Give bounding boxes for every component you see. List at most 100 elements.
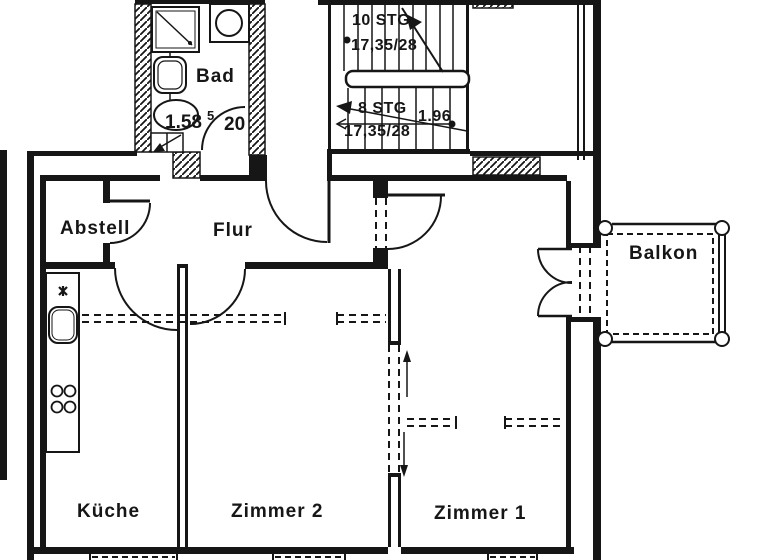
bad-door-swing [201, 106, 246, 151]
flur-bottom-wall-left [40, 262, 115, 269]
shower-drain-dot [188, 41, 192, 45]
kitchen-sink [48, 306, 78, 344]
stair-direction-line-lower [339, 106, 468, 132]
stair-width-dim-label: 1.96 [418, 108, 451, 125]
inner-face-flur-top [200, 175, 267, 181]
bad-fixtures [150, 3, 250, 153]
east-outer-wall-lower [593, 322, 601, 560]
balcony-door-swing-bottom [537, 281, 573, 317]
north-wall-stairbay [318, 0, 601, 5]
north-wall-bad [135, 0, 265, 4]
left-inner-wall [40, 175, 46, 550]
kueche-door-swing [114, 267, 178, 331]
stair-treads-lower-flight [347, 88, 451, 149]
balcony-floor-dashed [606, 233, 714, 335]
zimmer2-top-wall [245, 262, 388, 269]
stair-left-wall [328, 4, 331, 150]
kitchen-marker [58, 286, 68, 296]
balcony-post-sw [597, 331, 613, 347]
stove-burner-2 [63, 384, 77, 398]
flur-label: Flur [213, 220, 253, 241]
zimmer1-east-inner-upper [566, 181, 571, 243]
stair-lower-dim-label: 17,35/28 [344, 123, 410, 140]
stairbay-east-inner-line2 [583, 4, 585, 160]
interior-walls [40, 181, 401, 547]
labels: Bad Abstell Flur Balkon Küche Zimmer 2 Z… [60, 12, 698, 524]
bad-dim-sup: 5 [207, 108, 214, 123]
balcony-post-se [714, 331, 730, 347]
stove-burner-3 [50, 400, 64, 414]
kitchen-sink-inner [51, 309, 75, 341]
z2-z1-wall-e-upper [398, 269, 401, 345]
outer-face-under-stairs [327, 149, 470, 154]
bad-east-wall-hatched [248, 3, 266, 156]
south-wall-right [401, 547, 574, 554]
staircase [335, 5, 471, 149]
stair-landing-rail [344, 69, 471, 89]
pier-hatched-top [472, 0, 514, 9]
entry-steps-arrowhead [153, 143, 165, 152]
bad-label: Bad [196, 66, 235, 87]
balkon-label: Balkon [629, 243, 698, 264]
balcony-door-jamb-bottom [566, 317, 601, 322]
kueche-fixtures [45, 272, 80, 453]
dashed-lines [46, 198, 714, 558]
balcony-post-ne [714, 220, 730, 236]
kueche-label: Küche [77, 501, 140, 522]
outer-face-top-right [470, 151, 601, 156]
inner-face-right-top [331, 175, 567, 181]
outer-face-top-left [27, 151, 137, 156]
abstell-label: Abstell [60, 218, 130, 239]
wc [153, 99, 199, 131]
balcony [597, 220, 730, 347]
kueche-z2-wall-e [185, 264, 188, 547]
abstell-wall-upper [103, 181, 110, 203]
dim-end-dot-upper [343, 36, 351, 44]
window-recesses [89, 554, 538, 560]
stair-lower-count-label: 8 STG [358, 100, 407, 117]
zimmer1-label: Zimmer 1 [434, 503, 526, 524]
dim-end-dot-right [448, 120, 456, 128]
stair-upper-dim-label: 17,35/28 [351, 37, 417, 54]
zimmer1-door-swing [387, 195, 442, 250]
hand-basin-inner [157, 60, 183, 90]
abstell-door-swing [109, 202, 151, 244]
z2-z1-wall-cap-bottom [388, 473, 401, 477]
bad-dim-main: 1.58 [165, 112, 202, 133]
balcony-door-jamb-top [566, 243, 601, 248]
exterior-walls [0, 0, 601, 560]
z2-z1-wall-w-upper [388, 269, 391, 345]
hatched-walls [134, 0, 541, 179]
flur-z1-wall-upper [373, 181, 388, 198]
kueche-z2-wall-cap [177, 264, 188, 268]
sliding-door-arrows [400, 350, 411, 477]
zimmer1-east-inner-lower [566, 322, 571, 547]
entry-door-right-jamb [327, 151, 332, 181]
pier-hatched-left [172, 151, 201, 179]
zimmer2-label: Zimmer 2 [231, 501, 323, 522]
balcony-post-nw [597, 220, 613, 236]
bad-dim-wall: 20 [224, 114, 245, 135]
entry-door-swing [265, 180, 328, 243]
flur-z1-wall-lower [373, 248, 388, 265]
abstell-wall-lower [103, 243, 110, 268]
stair-upper-count-label: 10 STG [352, 12, 410, 29]
kitchen-counter [45, 272, 80, 453]
stove-burner-4 [63, 400, 77, 414]
south-wall-left [34, 547, 388, 554]
neighbour-wall-edge [0, 150, 7, 480]
bad-west-wall-hatched [134, 3, 152, 153]
stair-direction-arrowhead-upper [406, 14, 422, 30]
doors [109, 106, 573, 331]
entry-door-left-jamb [249, 155, 267, 181]
shower-drain-line [156, 11, 193, 46]
sliding-arrow-up [403, 350, 411, 362]
z2-z1-wall-cap-top [388, 341, 401, 345]
stair-treads-upper-flight [343, 5, 454, 71]
inner-face-abstell-top [40, 175, 160, 181]
stair-direction-arrowhead-lower [336, 101, 352, 114]
sliding-arrow-down [400, 465, 408, 477]
washbasin-bowl [215, 9, 243, 37]
zimmer2-door-swing [189, 268, 246, 325]
